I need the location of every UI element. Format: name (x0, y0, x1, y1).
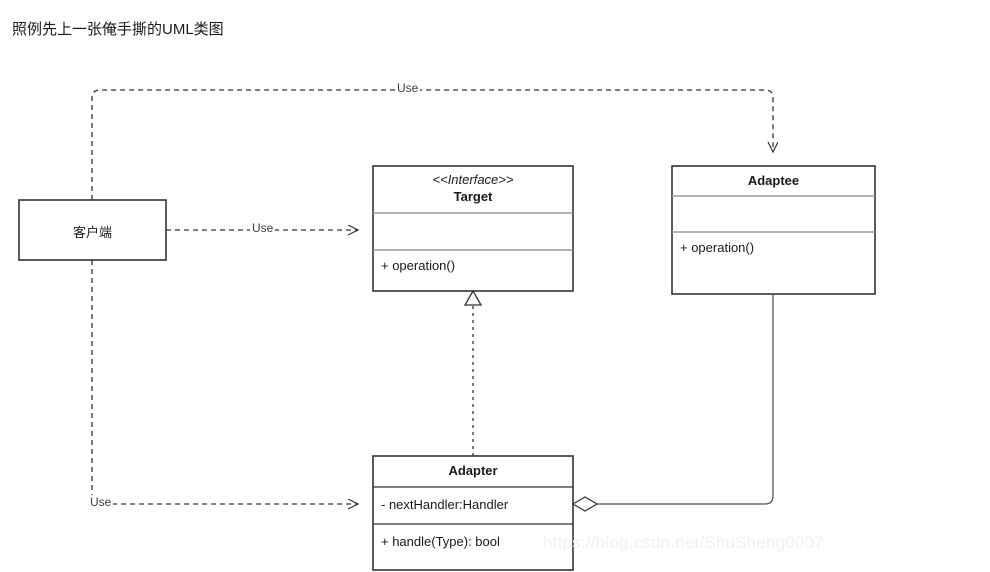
watermark: https://blog.csdn.net/ShuSheng0007 (543, 533, 824, 552)
relationship-client-uses-adapter (91, 260, 358, 504)
relationship-adapter-implements-target (463, 289, 483, 456)
page-title: 照例先上一张俺手撕的UML类图 (12, 21, 224, 38)
relationship-adapter-aggregates-adaptee (571, 294, 774, 512)
edge-label-client-uses-adaptee: Use (395, 81, 421, 95)
class-box-adaptee[interactable] (671, 165, 876, 295)
class-box-target[interactable] (372, 165, 574, 292)
edge-label-client-uses-adapter: Use (88, 495, 114, 509)
class-box-adapter[interactable] (372, 455, 574, 571)
edge-label-client-uses-target: Use (250, 221, 276, 235)
class-box-client[interactable] (18, 199, 167, 261)
